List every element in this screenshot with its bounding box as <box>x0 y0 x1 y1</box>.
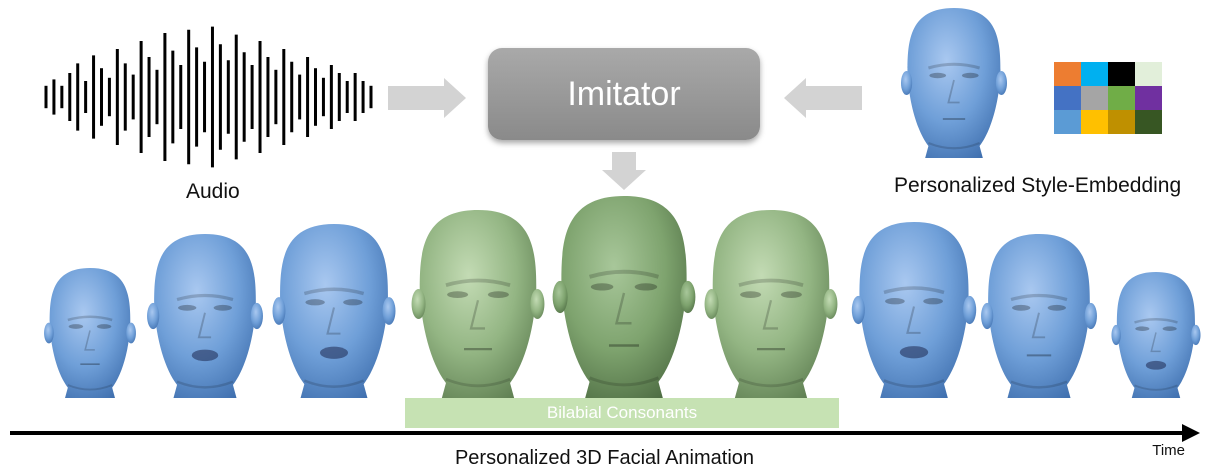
palette-cell <box>1054 62 1081 86</box>
palette-cell <box>1081 110 1108 134</box>
palette-cell <box>1135 86 1162 110</box>
timeline-caption: Personalized 3D Facial Animation <box>454 447 755 469</box>
palette-cell <box>1108 110 1135 134</box>
imitator-block: Imitator <box>488 48 760 140</box>
face-head <box>704 210 838 398</box>
palette-cell <box>1081 86 1108 110</box>
style-to-imitator-arrow <box>784 78 862 118</box>
palette-cell <box>1135 110 1162 134</box>
style-embedding-label: Personalized Style-Embedding <box>894 174 1182 197</box>
style-embedding-grid <box>1054 62 1162 134</box>
palette-cell <box>1054 86 1081 110</box>
face-sequence <box>44 196 1201 398</box>
face-head <box>272 224 396 398</box>
palette-cell <box>1135 62 1162 86</box>
face-head <box>552 196 696 398</box>
style-reference-head <box>900 8 1008 158</box>
face-head <box>981 234 1097 398</box>
bilabial-highlight-bar: Bilabial Consonants <box>405 398 839 428</box>
timeline-axis <box>10 424 1200 442</box>
audio-waveform <box>44 26 373 168</box>
bilabial-label: Bilabial Consonants <box>546 403 698 422</box>
imitator-label: Imitator <box>567 74 681 113</box>
time-axis-label: Time <box>1152 442 1185 459</box>
face-head <box>44 268 136 398</box>
palette-cell <box>1054 110 1081 134</box>
flow-arrows <box>388 78 862 190</box>
palette-cell <box>1108 62 1135 86</box>
face-head <box>851 222 977 398</box>
audio-to-imitator-arrow <box>388 78 466 118</box>
palette-cell <box>1108 86 1135 110</box>
palette-cell <box>1081 62 1108 86</box>
timeline-arrowhead <box>1182 424 1200 442</box>
face-head <box>1111 272 1201 398</box>
imitator-to-faces-arrow <box>602 152 646 190</box>
face-head <box>411 210 545 398</box>
face-head <box>900 8 1008 158</box>
face-head <box>147 234 263 398</box>
audio-label: Audio <box>186 180 240 203</box>
